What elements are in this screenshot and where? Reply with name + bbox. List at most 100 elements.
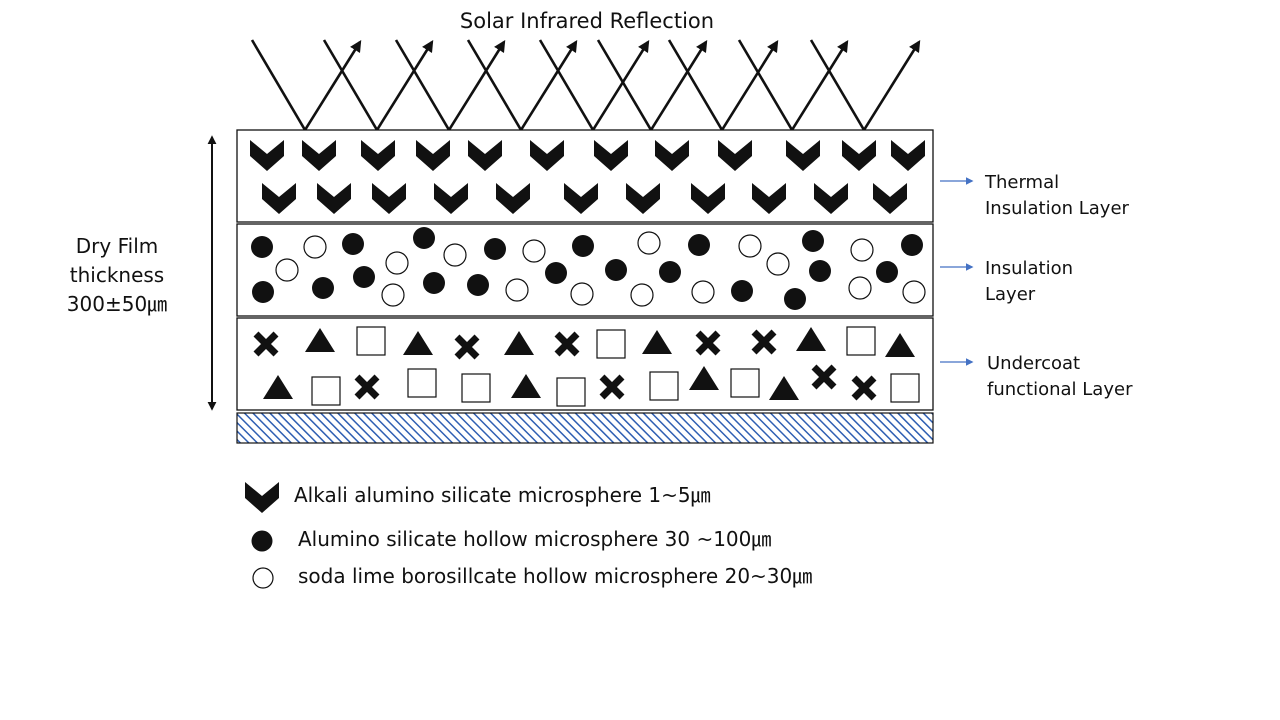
filled-circle-particle <box>342 233 364 255</box>
square-particle <box>846 326 876 356</box>
layer-label-thermal-line2: Insulation Layer <box>985 198 1130 219</box>
filled-circle-particle <box>659 261 681 283</box>
incoming-ray <box>250 39 307 131</box>
chevron-particle <box>564 183 598 214</box>
open-circle-particle <box>275 258 299 282</box>
open-circle-particle <box>303 235 327 259</box>
incoming-ray <box>394 39 451 131</box>
legend-label-open-circle: soda lime borosillcate hollow microspher… <box>298 564 812 588</box>
filled-circle-particle <box>802 230 824 252</box>
chevron-particle <box>530 140 564 171</box>
cross-particle <box>695 330 721 356</box>
open-circle-particle <box>766 252 790 276</box>
reflection-rays <box>250 39 921 131</box>
filled-circle-particle <box>605 259 627 281</box>
cross-particle <box>599 374 625 400</box>
chevron-particle <box>842 140 876 171</box>
open-circle-particle <box>630 283 654 307</box>
legend-chevron-icon <box>245 482 279 513</box>
undercoat-particles <box>253 326 920 407</box>
open-circle-particle <box>443 243 467 267</box>
layer-label-undercoat-line2: functional Layer <box>987 379 1133 400</box>
triangle-particle <box>504 331 534 355</box>
chevron-particle <box>891 140 925 171</box>
filled-circle-particle <box>809 260 831 282</box>
triangle-particle <box>305 328 335 352</box>
incoming-ray <box>466 39 523 131</box>
chevron-particle <box>302 140 336 171</box>
chevron-particle <box>626 183 660 214</box>
chevron-particle <box>496 183 530 214</box>
reflected-ray-arrow <box>720 40 779 131</box>
cross-particle <box>751 329 777 355</box>
reflected-ray-arrow <box>519 40 578 131</box>
chevron-particle <box>361 140 395 171</box>
legend: Alkali alumino silicate microsphere 1~5㎛… <box>245 482 812 589</box>
filled-circle-particle <box>876 261 898 283</box>
layer-label-insulation-line2: Layer <box>985 284 1036 305</box>
filled-circle-particle <box>484 238 506 260</box>
square-particle <box>311 376 341 406</box>
open-circle-particle <box>738 234 762 258</box>
square-particle <box>890 373 920 403</box>
open-circle-particle <box>637 231 661 255</box>
reflected-ray-arrow <box>591 40 650 131</box>
thickness-label-line1: Dry Film <box>76 234 158 258</box>
chevron-particle <box>468 140 502 171</box>
reflected-ray-arrow <box>447 40 506 131</box>
chevron-particle <box>317 183 351 214</box>
triangle-particle <box>642 330 672 354</box>
filled-circle-particle <box>572 235 594 257</box>
square-particle <box>356 326 386 356</box>
substrate-hatched-layer <box>236 412 934 444</box>
square-particle <box>596 329 626 359</box>
incoming-ray <box>538 39 595 131</box>
triangle-particle <box>796 327 826 351</box>
chevron-particle <box>873 183 907 214</box>
chevron-particle <box>718 140 752 171</box>
thickness-label-line2: thickness <box>70 263 164 287</box>
chevron-particle <box>416 140 450 171</box>
open-circle-particle <box>850 238 874 262</box>
legend-filled-circle-icon <box>251 530 273 552</box>
filled-circle-particle <box>353 266 375 288</box>
incoming-ray <box>596 39 653 131</box>
incoming-ray <box>737 39 794 131</box>
open-circle-particle <box>570 282 594 306</box>
triangle-particle <box>403 331 433 355</box>
reflected-ray-arrow <box>375 40 434 131</box>
chevron-particle <box>372 183 406 214</box>
cross-particle <box>454 334 480 360</box>
cross-particle <box>811 364 837 390</box>
filled-circle-particle <box>413 227 435 249</box>
filled-circle-particle <box>467 274 489 296</box>
open-circle-particle <box>381 283 405 307</box>
open-circle-particle <box>505 278 529 302</box>
chevron-particle <box>752 183 786 214</box>
thickness-label-line3: 300±50㎛ <box>67 292 167 316</box>
filled-circle-particle <box>252 281 274 303</box>
square-particle <box>556 377 586 407</box>
filled-circle-particle <box>688 234 710 256</box>
filled-circle-particle <box>731 280 753 302</box>
chevron-particle <box>250 140 284 171</box>
incoming-ray <box>667 39 724 131</box>
filled-circle-particle <box>784 288 806 310</box>
cross-particle <box>253 331 279 357</box>
triangle-particle <box>689 366 719 390</box>
diagram-title: Solar Infrared Reflection <box>460 9 714 33</box>
chevron-particle <box>594 140 628 171</box>
square-particle <box>461 373 491 403</box>
legend-open-circle-icon <box>252 567 274 589</box>
triangle-particle <box>885 333 915 357</box>
cross-particle <box>851 375 877 401</box>
chevron-particle <box>786 140 820 171</box>
square-particle <box>407 368 437 398</box>
filled-circle-particle <box>312 277 334 299</box>
layer-label-undercoat-line1: Undercoat <box>987 353 1080 374</box>
triangle-particle <box>263 375 293 399</box>
triangle-particle <box>511 374 541 398</box>
chevron-particle <box>655 140 689 171</box>
square-particle <box>649 371 679 401</box>
